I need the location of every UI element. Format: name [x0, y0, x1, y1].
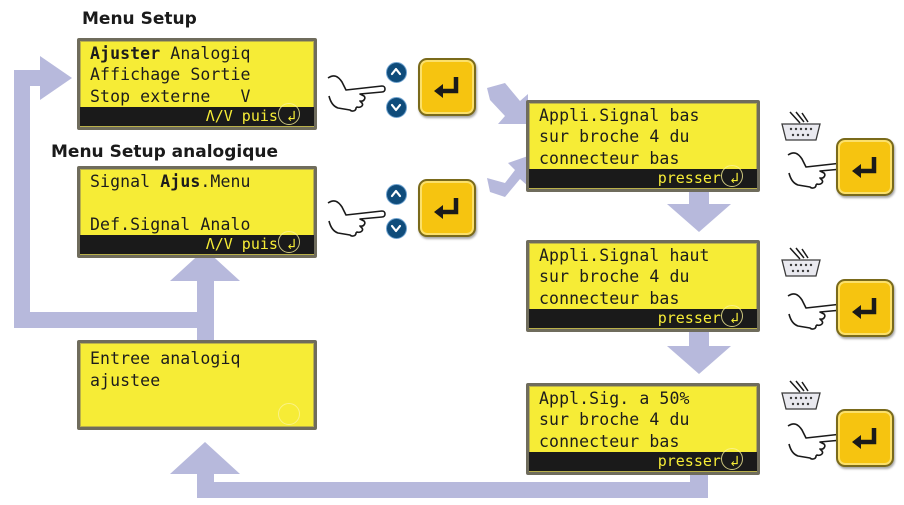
- menu-setup-line-1-rest: Analogiq: [160, 44, 251, 63]
- high-signal-line-3: connecteur bas: [539, 289, 680, 308]
- flow-bottom-horizontal: [197, 482, 708, 498]
- up-arrow-button-icon[interactable]: [386, 184, 407, 205]
- analog-menu-line-1-bold: Ajus: [160, 172, 201, 191]
- lcd-decoration: [721, 448, 743, 470]
- enter-key-icon[interactable]: [418, 58, 476, 116]
- high-signal-line-1: Appli.Signal haut: [539, 246, 710, 265]
- connector-plug-icon: [781, 380, 821, 410]
- down-arrow-button-icon[interactable]: [386, 218, 407, 239]
- low-signal-line-3: connecteur bas: [539, 149, 680, 168]
- enter-key-icon[interactable]: [836, 409, 894, 467]
- flow-arrowhead-to-half-signal: [667, 346, 731, 374]
- enter-key-icon[interactable]: [418, 179, 476, 237]
- menu-setup-line-1: Ajuster Analogiq: [90, 44, 251, 64]
- lcd-decoration: [721, 305, 743, 327]
- up-arrow-button-icon[interactable]: [386, 62, 407, 83]
- connector-plug-icon: [781, 111, 821, 141]
- lcd-decoration: [721, 165, 743, 187]
- half-signal-line-2: sur broche 4 du: [539, 410, 690, 429]
- flow-arrow-to-low-signal: [487, 83, 528, 124]
- pointing-hand-icon: [327, 200, 386, 237]
- flow-arrow-analog-to-low-signal: [487, 156, 528, 197]
- result-line-1: Entree analogiq: [90, 349, 241, 368]
- menu-setup-analog-title: Menu Setup analogique: [51, 142, 279, 162]
- enter-key-icon[interactable]: [836, 138, 894, 196]
- pointing-hand-icon: [787, 423, 846, 460]
- enter-key-icon[interactable]: [836, 279, 894, 337]
- flow-arrowhead-to-analog-menu: [170, 249, 240, 281]
- lcd-decoration: [278, 403, 300, 425]
- analog-menu-line-1-a: Signal: [90, 172, 161, 191]
- menu-setup-title: Menu Setup: [82, 9, 197, 29]
- half-signal-line-1: Appl.Sig. a 50%: [539, 389, 690, 408]
- pointing-hand-icon: [327, 75, 386, 112]
- lcd-decoration: [278, 231, 300, 253]
- flow-left-vertical: [14, 70, 30, 328]
- low-signal-screen: Appli.Signal bas sur broche 4 du connect…: [526, 100, 760, 192]
- half-signal-line-3: connecteur bas: [539, 432, 680, 451]
- down-arrow-button-icon[interactable]: [386, 97, 407, 118]
- menu-setup-line-3: Stop externe V: [90, 87, 251, 106]
- flow-left-top: [14, 70, 44, 86]
- result-line-2: ajustee: [90, 371, 161, 390]
- low-signal-line-1: Appli.Signal bas: [539, 106, 700, 125]
- low-signal-line-2: sur broche 4 du: [539, 127, 690, 146]
- pointing-hand-icon: [787, 152, 846, 189]
- analog-menu-line-1-b: .Menu: [200, 172, 251, 191]
- lcd-decoration: [278, 103, 300, 125]
- analog-menu-screen: Signal Ajus.Menu Def.Signal Analo Λ/V pu…: [77, 166, 317, 258]
- half-signal-screen: Appl.Sig. a 50% sur broche 4 du connecte…: [526, 383, 760, 475]
- high-signal-line-2: sur broche 4 du: [539, 267, 690, 286]
- analog-menu-line-3: Def.Signal Analo: [90, 215, 251, 234]
- menu-setup-line-2: Affichage Sortie: [90, 65, 251, 84]
- result-screen: Entree analogiq ajustee: [77, 340, 317, 430]
- flow-left-bottom: [14, 312, 214, 328]
- menu-setup-screen: Ajuster Analogiq Affichage Sortie Stop e…: [77, 38, 317, 130]
- flow-up-shaft: [197, 265, 214, 345]
- pointing-hand-icon: [787, 293, 846, 330]
- analog-menu-line-1: Signal Ajus.Menu: [90, 172, 251, 192]
- connector-plug-icon: [781, 247, 821, 277]
- flow-arrowhead-to-menu-setup: [40, 56, 72, 100]
- flow-arrowhead-to-result: [170, 442, 240, 474]
- flow-arrowhead-to-high-signal: [667, 204, 731, 232]
- menu-setup-line-1-bold: Ajuster: [90, 44, 161, 63]
- high-signal-screen: Appli.Signal haut sur broche 4 du connec…: [526, 240, 760, 332]
